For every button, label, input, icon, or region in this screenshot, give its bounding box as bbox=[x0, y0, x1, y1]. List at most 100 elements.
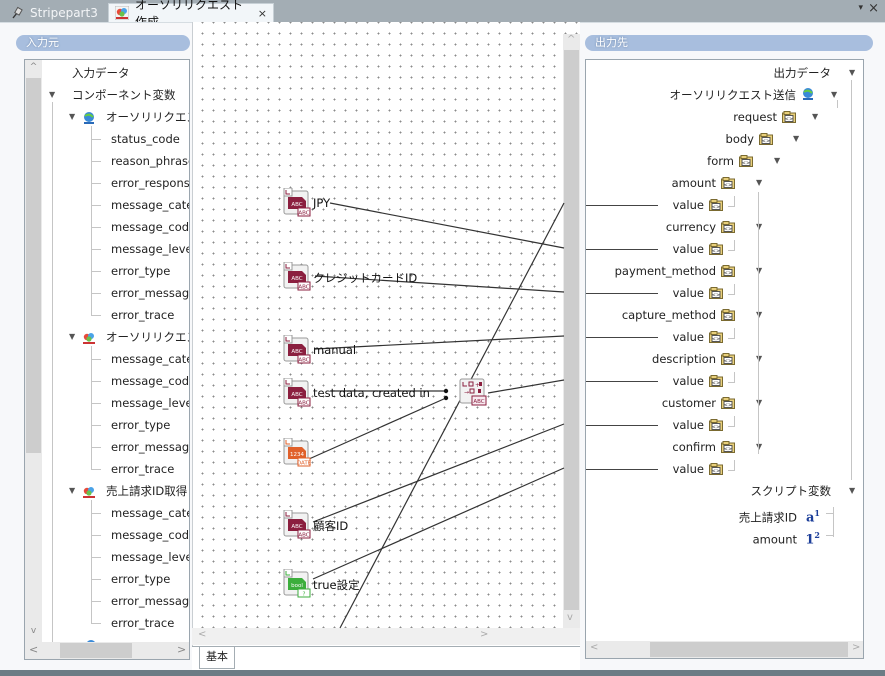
output-tree-item[interactable]: value<> bbox=[673, 458, 724, 480]
tree-item[interactable]: error_type bbox=[111, 414, 170, 436]
scroll-left-icon[interactable]: < bbox=[29, 643, 39, 656]
output-tree-item[interactable]: 出力データ bbox=[774, 62, 832, 84]
output-tree-hscrollbar[interactable]: < > bbox=[586, 641, 863, 658]
scrollbar-thumb[interactable] bbox=[564, 50, 579, 610]
expand-toggle-icon[interactable]: ▼ bbox=[774, 156, 781, 165]
output-tree-item[interactable]: amount<> bbox=[672, 172, 736, 194]
tree-connector bbox=[728, 338, 735, 339]
close-tab-button[interactable]: × bbox=[257, 6, 267, 20]
expand-toggle-icon[interactable]: ▼ bbox=[756, 442, 763, 451]
expand-toggle-icon[interactable]: ▼ bbox=[756, 398, 763, 407]
output-tree-item[interactable]: payment_method<> bbox=[615, 260, 736, 282]
canvas-hscrollbar[interactable]: < > bbox=[192, 628, 580, 645]
scroll-right-icon[interactable]: > bbox=[177, 643, 187, 656]
output-tree-item[interactable]: value<> bbox=[673, 194, 724, 216]
scrollbar-thumb[interactable] bbox=[650, 642, 848, 657]
tree-item[interactable]: message_level bbox=[111, 546, 189, 568]
expand-toggle-icon[interactable]: ▼ bbox=[793, 134, 800, 143]
tab-authorization-request[interactable]: オーソリリクエスト作成 × bbox=[108, 0, 274, 29]
output-tree-item[interactable]: value<> bbox=[673, 414, 724, 436]
expand-toggle-icon[interactable]: ▼ bbox=[69, 486, 76, 495]
scroll-right-icon[interactable]: > bbox=[852, 642, 861, 653]
mapping-canvas[interactable] bbox=[192, 22, 580, 646]
tree-item[interactable]: message_code bbox=[111, 216, 189, 238]
scrollbar-thumb[interactable] bbox=[26, 78, 41, 453]
output-tree-item[interactable]: description<> bbox=[652, 348, 736, 370]
output-tree-item[interactable]: value<> bbox=[673, 326, 724, 348]
tree-item[interactable]: message_code bbox=[111, 370, 189, 392]
tree-item[interactable]: message_level bbox=[111, 392, 189, 414]
input-tree-vscrollbar[interactable]: ^ v bbox=[25, 60, 42, 643]
tree-item[interactable]: error_message bbox=[111, 436, 189, 458]
scroll-down-icon[interactable]: v bbox=[30, 626, 37, 636]
tree-item[interactable]: error_message bbox=[111, 282, 189, 304]
tab-stripepart3[interactable]: Stripepart3 bbox=[4, 3, 104, 22]
expand-toggle-icon[interactable]: ▼ bbox=[756, 178, 763, 187]
close-view-icon[interactable]: × bbox=[868, 1, 879, 16]
expand-toggle-icon[interactable]: ▼ bbox=[69, 112, 76, 121]
expand-toggle-icon[interactable]: ▼ bbox=[831, 90, 838, 99]
tree-item[interactable]: error_response bbox=[111, 172, 189, 194]
scroll-left-icon[interactable]: < bbox=[198, 629, 207, 640]
concat-node[interactable]: +→ABC bbox=[459, 378, 487, 406]
tree-item[interactable]: message_cate bbox=[111, 502, 189, 524]
output-tree-item[interactable]: confirm<> bbox=[672, 436, 736, 458]
output-tree-item[interactable]: オーソリリクエスト送信 bbox=[670, 84, 817, 106]
tree-item[interactable]: error_type bbox=[111, 568, 170, 590]
output-tree-item[interactable]: スクリプト変数 bbox=[751, 480, 832, 502]
scrollbar-thumb[interactable] bbox=[60, 643, 132, 658]
tree-item[interactable]: オーソリリクエス bbox=[83, 326, 189, 348]
output-tree-item[interactable]: capture_method<> bbox=[622, 304, 736, 326]
scroll-up-icon[interactable]: ^ bbox=[29, 62, 38, 72]
output-tree-item[interactable]: value<> bbox=[673, 238, 724, 260]
tree-item[interactable]: message_cate bbox=[111, 194, 189, 216]
tree-item[interactable]: コンポーネント変数 bbox=[72, 84, 176, 106]
expand-toggle-icon[interactable]: ▼ bbox=[49, 90, 56, 99]
expand-toggle-icon[interactable]: ▼ bbox=[756, 354, 763, 363]
tree-item[interactable]: message_cate bbox=[111, 348, 189, 370]
output-tree-item[interactable]: currency<> bbox=[666, 216, 736, 238]
scroll-right-icon[interactable]: > bbox=[480, 629, 489, 640]
scroll-up-icon[interactable]: ^ bbox=[567, 34, 576, 45]
tree-item[interactable]: オーソリリクエス bbox=[84, 106, 189, 128]
tree-item[interactable]: 売上請求ID取得 bbox=[83, 480, 187, 502]
output-tree-item[interactable]: value<> bbox=[673, 370, 724, 392]
tree-item[interactable]: status_code bbox=[111, 128, 180, 150]
expand-toggle-icon[interactable]: ▼ bbox=[812, 112, 819, 121]
tab-basic[interactable]: 基本 bbox=[199, 647, 235, 669]
tree-item[interactable]: message_code bbox=[111, 524, 189, 546]
output-tree-item[interactable]: request<> bbox=[733, 106, 797, 128]
tree-item[interactable]: error_trace bbox=[111, 304, 174, 326]
output-tree-item[interactable]: body<> bbox=[726, 128, 774, 150]
expand-toggle-icon[interactable]: ▼ bbox=[849, 486, 856, 495]
tree-item[interactable]: error_trace bbox=[111, 612, 174, 634]
tree-item[interactable]: reason_phrase bbox=[111, 150, 189, 172]
expand-toggle-icon[interactable]: ▼ bbox=[849, 68, 856, 77]
expand-toggle-icon[interactable]: ▼ bbox=[69, 332, 76, 341]
expand-toggle-icon[interactable]: ▼ bbox=[756, 266, 763, 275]
boolean-node[interactable]: bool? bbox=[283, 568, 311, 598]
tree-item[interactable]: error_message bbox=[111, 590, 189, 612]
tree-item[interactable]: 入力データ bbox=[72, 62, 130, 84]
tree-item[interactable]: error_type bbox=[111, 260, 170, 282]
expand-toggle-icon[interactable]: ▼ bbox=[756, 310, 763, 319]
view-menu-icon[interactable]: ▾ bbox=[858, 3, 863, 13]
tree-item[interactable]: error_trace bbox=[111, 458, 174, 480]
scroll-down-icon[interactable]: v bbox=[567, 612, 573, 623]
output-tree-item[interactable]: form<> bbox=[707, 150, 754, 172]
output-tree-item[interactable]: value<> bbox=[673, 282, 724, 304]
expand-toggle-icon[interactable]: ▼ bbox=[756, 222, 763, 231]
canvas-vscrollbar[interactable]: ^ v bbox=[563, 34, 580, 628]
input-tree-hscrollbar[interactable]: < > bbox=[25, 642, 189, 659]
tree-item[interactable]: message_level bbox=[111, 238, 189, 260]
output-tree-item[interactable]: customer<> bbox=[662, 392, 736, 414]
scroll-left-icon[interactable]: < bbox=[590, 642, 599, 653]
